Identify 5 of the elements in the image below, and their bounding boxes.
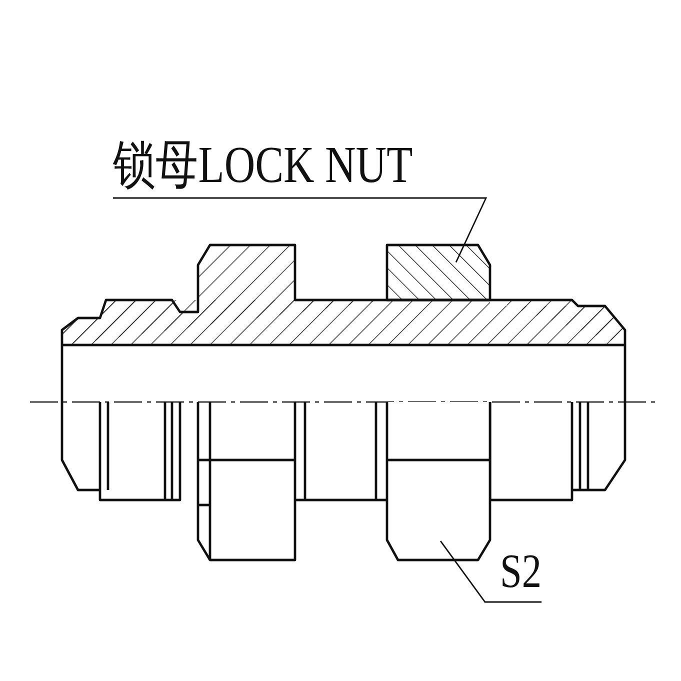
leader-line [113,197,488,263]
lock-nut-drawing [386,244,492,562]
leader-line [440,540,542,603]
callout-label: S2 [500,548,542,596]
callout-label: 锁母LOCK NUT [113,140,413,192]
